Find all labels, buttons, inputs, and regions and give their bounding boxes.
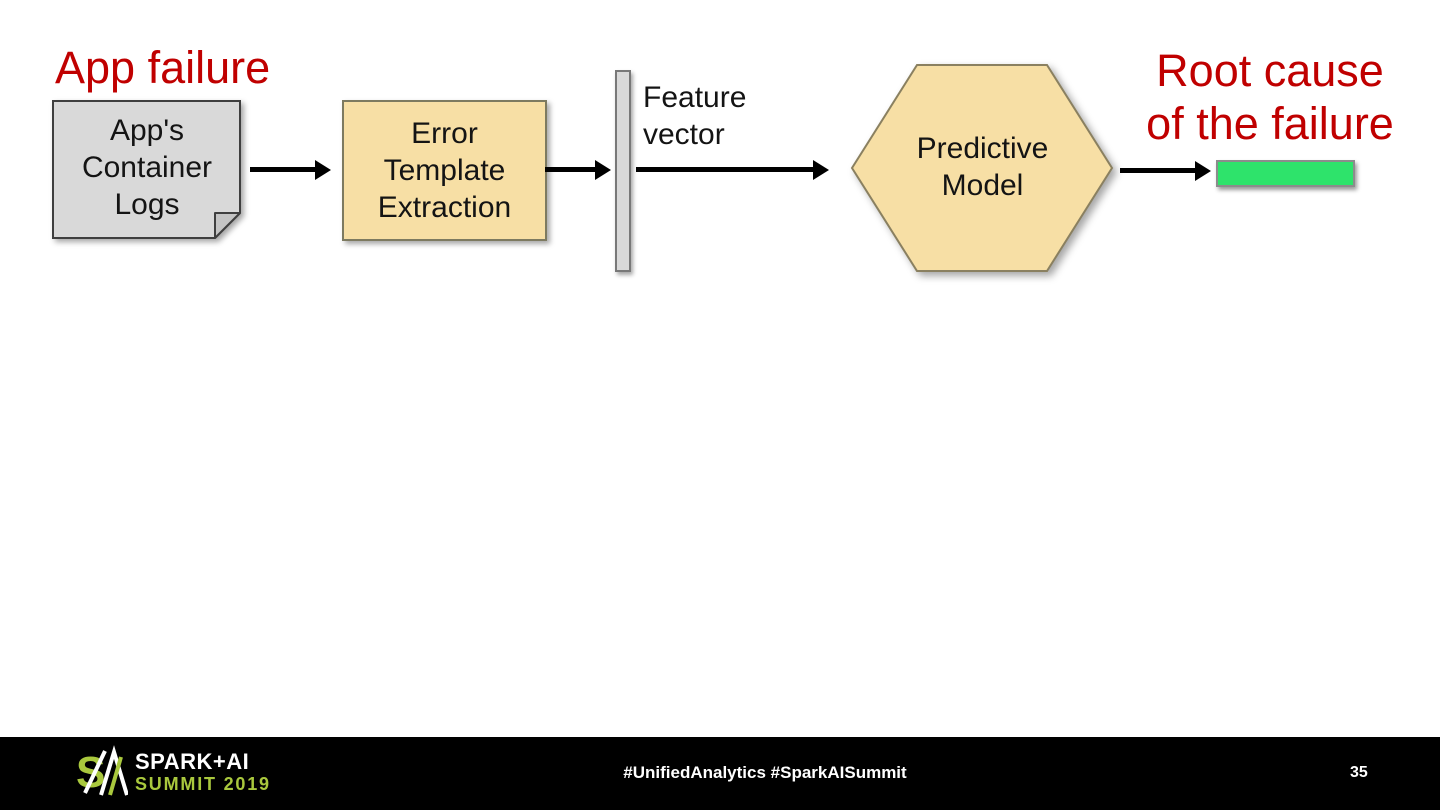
spark-ai-summit-logo-icon: S: [76, 745, 128, 797]
error-template-extraction-text: Error Template Extraction: [377, 117, 512, 224]
predictive-model-hexagon-shape: [850, 64, 1114, 272]
flow-arrow-model-to-result: [1120, 160, 1211, 181]
error-template-extraction-node: Error Template Extraction: [342, 100, 547, 241]
container-logs-document-shape: [52, 100, 241, 239]
feature-vector-bar: [615, 70, 631, 272]
app-failure-label: App failure: [55, 42, 271, 93]
predictive-model-text: Predictive Model: [916, 132, 1049, 202]
container-logs-text: App's Container Logs: [81, 114, 213, 221]
arrowhead-icon: [595, 159, 611, 180]
feature-vector-label: Feature vector: [643, 81, 747, 151]
flow-arrow-extraction-to-vector: [545, 159, 611, 180]
logo-title: SPARK+AI: [135, 749, 250, 774]
arrowhead-icon: [813, 159, 829, 180]
root-cause-label: Root cause of the failure: [1146, 45, 1394, 149]
flow-arrow-logs-to-extraction: [250, 159, 331, 180]
logo-subtitle: SUMMIT 2019: [135, 774, 271, 794]
footer-hashtags: #UnifiedAnalytics #SparkAISummit: [623, 763, 907, 782]
logo-text: SPARK+AI SUMMIT 2019: [135, 749, 271, 795]
flow-arrow-vector-to-model: [636, 159, 829, 180]
arrowhead-icon: [1195, 160, 1211, 181]
spark-ai-summit-logo: S SPARK+AI SUMMIT 2019: [76, 745, 271, 799]
footer-bar: S SPARK+AI SUMMIT 2019 #UnifiedAnalytics…: [0, 737, 1440, 810]
arrowhead-icon: [315, 159, 331, 180]
root-cause-result-rect: [1216, 160, 1355, 187]
slide-page-number: 35: [1350, 764, 1368, 781]
